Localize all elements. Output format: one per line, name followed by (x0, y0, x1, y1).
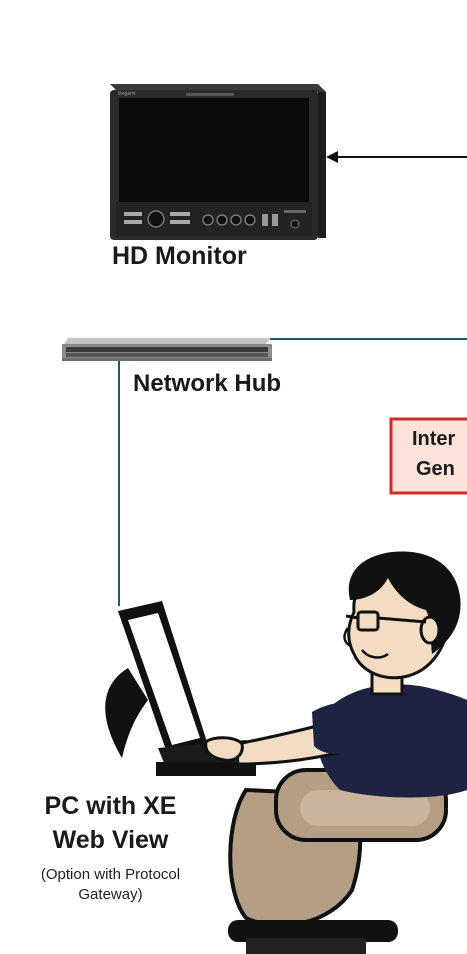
pc-monitor-icon (105, 601, 208, 758)
person-icon (204, 551, 467, 798)
hd-monitor-icon: Ikegami (110, 84, 326, 240)
network-hub-icon (62, 338, 272, 361)
chair-icon (228, 768, 448, 954)
pc-label-line2: Web View (52, 826, 169, 854)
hd-monitor-label: HD Monitor (112, 242, 247, 270)
network-hub-label: Network Hub (133, 370, 282, 397)
pc-label-line1: PC with XE (44, 792, 177, 820)
pc-note-line1: (Option with Protocol (40, 866, 181, 883)
generator-box-line1: Inter (412, 428, 456, 450)
monitor-brand: Ikegami (118, 91, 136, 97)
pc-note-line2: Gateway) (78, 886, 143, 903)
generator-box-line2: Gen (416, 458, 455, 480)
arrow-head-icon (326, 151, 338, 163)
generator-box (389, 417, 467, 495)
